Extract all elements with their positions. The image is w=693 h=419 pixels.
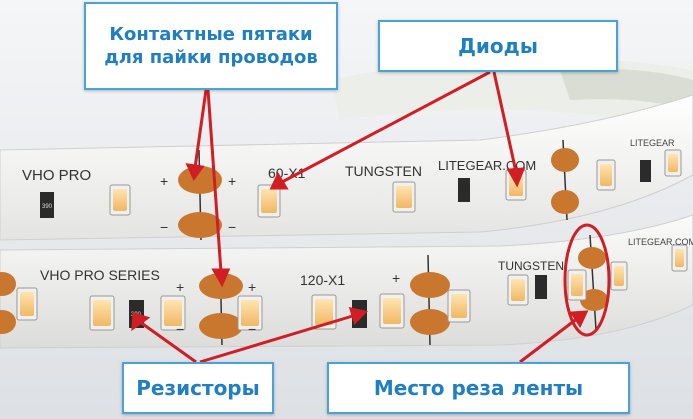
callout-resistors: Резисторы [122,362,274,414]
arrow-to-cut [519,316,579,364]
resistor-code: 390 [42,204,53,210]
strip-brand-top: VHO PRO [22,167,91,184]
solder-pad [199,273,243,299]
arrow-head [506,167,526,188]
arrow-to-pad-top [193,89,208,169]
plus-mark: + [248,279,256,295]
solder-pad [410,272,450,298]
solder-pad [0,310,16,334]
resistor [535,275,547,299]
top-strip [0,94,693,241]
led-diode-lens [241,300,259,326]
strip-model-bottom: 120-X1 [300,272,345,288]
led-diode-lens [451,294,467,318]
solder-pad [199,313,243,339]
led-diode-lens [668,154,678,172]
solder-pad [0,272,16,296]
arrow-to-resistor-2 [199,313,357,364]
arrow-to-diode-2 [492,71,518,173]
minus-mark: − [228,219,236,235]
resistor [40,192,54,218]
strip-site-top-2: LITEGEAR [630,138,675,148]
callout-solder-pads-line2: для пайки проводов [104,47,318,68]
solder-pad [410,309,450,335]
led-diode-lens [600,164,612,186]
plus-mark: + [392,270,400,286]
minus-mark: − [176,321,184,337]
cut-highlight-ellipse [563,223,611,337]
resistor [458,178,470,202]
callout-solder-pads: Контактные пятаки для пайки проводов [84,2,338,90]
led-diode-lens [20,292,34,316]
callout-solder-pads-line1: Контактные пятаки [109,23,313,45]
led-diode-lens [164,300,182,326]
plus-mark: + [160,173,168,189]
solder-pad [178,166,222,194]
solder-pad [580,289,608,311]
arrow-head [348,306,369,325]
solder-pad [578,247,606,269]
strip-maker-bottom: TUNGSTEN [498,259,564,273]
strip-site-bottom: LITEGEAR.COM [628,237,693,247]
plus-mark: + [228,173,236,189]
arrow-to-pad-bottom [206,89,223,273]
arrow-head [569,310,589,329]
led-diode-lens [113,189,127,211]
arrow-to-diode-1 [281,70,491,184]
callout-cut-place-label: Место реза ленты [373,376,584,400]
resistor [640,160,651,182]
callout-diodes-label: Диоды [458,34,538,58]
strip-maker-top: TUNGSTEN [345,163,422,179]
arrow-to-resistor-1 [139,320,197,364]
tape-backing-edge [560,68,693,110]
solder-pad [551,148,579,172]
led-diode-lens [383,298,401,324]
minus-mark: − [160,219,168,235]
arrow-head [269,171,289,190]
arrow-head [185,163,205,181]
led-diode-lens [614,266,624,286]
solder-pad [178,212,222,238]
arrow-head [211,268,231,288]
annotation-arrows [131,70,589,364]
callout-diodes: Диоды [378,20,618,72]
callout-cut-place: Место реза ленты [327,362,630,414]
strip-brand-bottom: VHO PRO SERIES [40,267,160,283]
led-diode-lens [675,249,684,267]
led-diode-lens [93,300,111,326]
callout-resistors-label: Резисторы [136,376,260,400]
led-diode-lens [571,274,583,296]
led-diode-lens [511,279,525,301]
plus-mark: + [176,279,184,295]
solder-pad [551,190,579,214]
led-diode-lens [261,189,277,213]
led-diode-lens [396,186,412,208]
minus-mark: − [248,321,256,337]
arrow-head [131,312,151,332]
led-diode-lens [315,299,333,325]
